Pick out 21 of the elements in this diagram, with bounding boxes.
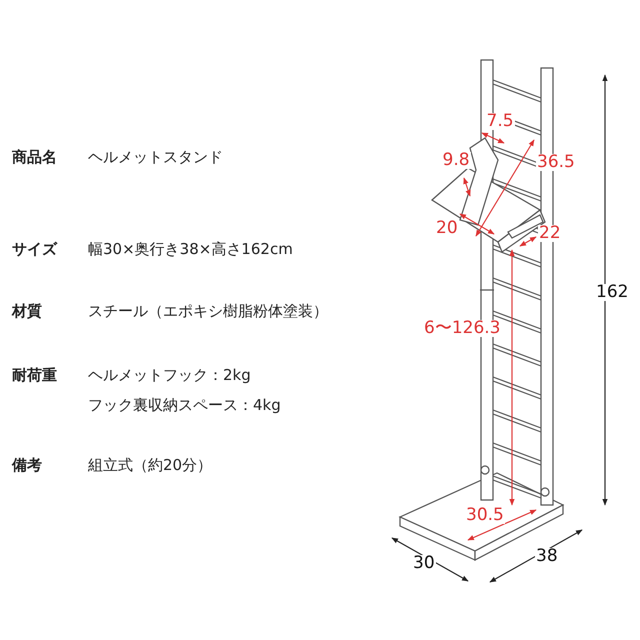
spec-label: サイズ [12,242,57,257]
spec-value: ヘルメットスタンド [88,150,223,165]
spec-value: スチール（エポキシ樹脂粉体塗装） [88,304,328,319]
dimension-label: 22 [538,224,562,242]
dimension-label: 30.5 [465,506,505,524]
spec-label: 耐荷重 [12,368,57,383]
dimension-label: 20 [435,220,459,236]
dimension-label: 38 [535,548,559,564]
spec-label: 材質 [12,304,42,319]
spec-label: 商品名 [12,150,57,165]
dimension-label: 7.5 [486,112,515,130]
spec-value: 組立式（約20分） [88,458,212,473]
dimension-label: 162 [595,284,630,300]
dimension-label: 6〜126.3 [423,320,502,336]
spec-label: 備考 [12,458,42,473]
dimension-label: 36.5 [536,154,576,170]
spec-value: 幅30×奥行き38×高さ162cm [88,242,293,257]
dimension-label: 9.8 [442,152,471,168]
dimension-label: 30 [412,554,436,572]
spec-value: フック裏収納スペース：4kg [88,398,281,413]
spec-value: ヘルメットフック：2kg [88,368,251,383]
